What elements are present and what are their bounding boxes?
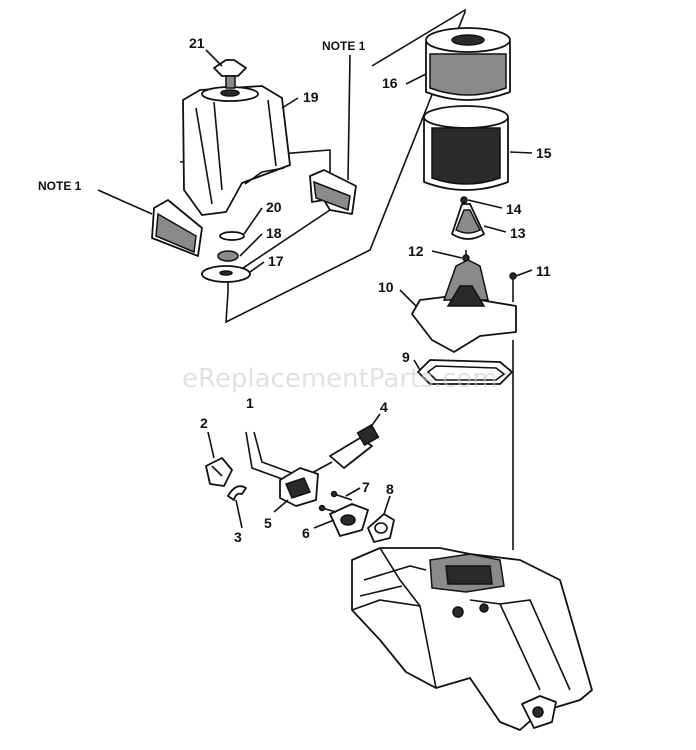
label-6: 6 — [302, 525, 310, 541]
gasket-8 — [367, 513, 395, 543]
label-15: 15 — [536, 145, 552, 161]
intake-flange-6 — [329, 503, 369, 537]
gasket-9 — [417, 359, 513, 385]
filter-element — [425, 27, 511, 101]
air-filter-cover — [182, 85, 291, 216]
label-17: 17 — [268, 253, 284, 269]
carburetor — [279, 467, 319, 507]
label-10: 10 — [378, 279, 394, 295]
leader-lines — [97, 49, 533, 529]
label-12: 12 — [408, 243, 424, 259]
label-16: 16 — [382, 75, 398, 91]
note-left: NOTE 1 — [38, 179, 82, 193]
label-1: 1 — [246, 395, 254, 411]
label-18: 18 — [266, 225, 282, 241]
cone-filter — [451, 203, 485, 240]
engine-crankcase — [351, 547, 593, 731]
filter-base — [411, 259, 517, 353]
fuel-line-fitting — [309, 423, 380, 475]
label-5: 5 — [264, 515, 272, 531]
foam-pad-right — [309, 169, 357, 215]
nut-18 — [217, 250, 239, 262]
label-11: 11 — [536, 263, 551, 279]
label-7: 7 — [362, 479, 370, 495]
foam-pad-left — [151, 199, 203, 257]
label-20: 20 — [266, 199, 282, 215]
watermark: eReplacementParts.com — [182, 364, 498, 394]
washer-20 — [219, 231, 245, 241]
knob — [213, 59, 247, 89]
washer-17 — [201, 265, 251, 283]
bolts-7 — [318, 490, 353, 513]
clip-3 — [227, 485, 247, 501]
pre-filter — [423, 105, 509, 191]
label-4: 4 — [380, 399, 388, 415]
label-19: 19 — [303, 89, 319, 105]
label-3: 3 — [234, 529, 242, 545]
screw-11 — [509, 272, 517, 302]
label-2: 2 — [200, 415, 208, 431]
label-21: 21 — [189, 35, 205, 51]
label-14: 14 — [506, 201, 522, 217]
label-13: 13 — [510, 225, 526, 241]
boot-2 — [205, 457, 233, 487]
label-9: 9 — [402, 349, 410, 365]
screw-14 — [460, 196, 468, 204]
part-labels: 21 19 20 18 17 16 15 14 13 12 11 10 9 1 … — [189, 35, 552, 545]
note-right: NOTE 1 — [322, 39, 366, 53]
label-8: 8 — [386, 481, 394, 497]
